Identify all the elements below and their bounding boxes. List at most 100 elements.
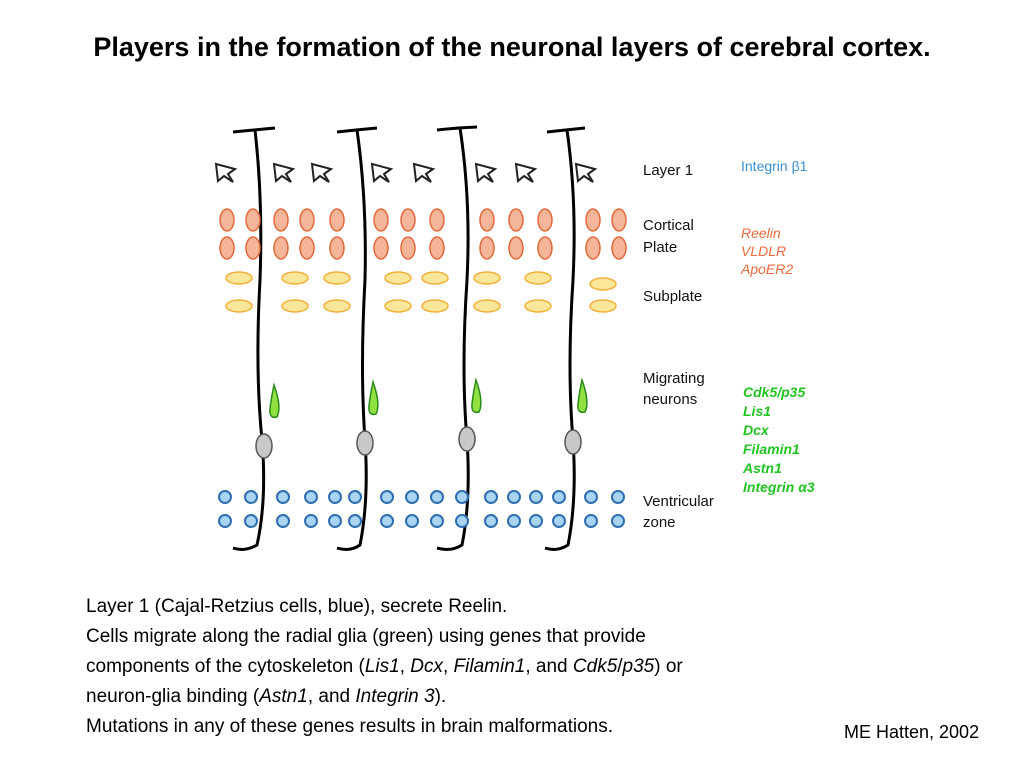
ventricular-cell (552, 490, 566, 504)
ventricular-cell (348, 490, 362, 504)
ventricular-cell (304, 490, 318, 504)
caption: Layer 1 (Cajal-Retzius cells, blue), sec… (86, 592, 846, 742)
radial-glia-fiber (232, 126, 276, 134)
subplate-cell (473, 299, 501, 313)
subplate-cell (589, 277, 617, 291)
subplate-cell (384, 299, 412, 313)
radial-glia-fiber (436, 127, 470, 551)
ventricular-cell (484, 514, 498, 528)
gene-integrin-a3: Integrin α3 (743, 479, 815, 495)
caption-line: components of the cytoskeleton (Lis1, Dc… (86, 652, 846, 682)
cortical-plate-cell (299, 236, 315, 260)
subplate-cell (524, 299, 552, 313)
ventricular-cell (430, 514, 444, 528)
layer-label-layer1: Layer 1 (643, 162, 693, 179)
caption-text: neuron-glia binding ( (86, 686, 260, 707)
ventricular-cell (276, 490, 290, 504)
gene-dcx: Dcx (743, 422, 770, 438)
caption-text: , and (307, 686, 356, 707)
ventricular-cell (276, 514, 290, 528)
layer-label-neurons: neurons (643, 391, 697, 408)
ventricular-cell (348, 514, 362, 528)
ventricular-cell (529, 490, 543, 504)
glia-soma (356, 430, 374, 456)
gene-name-dcx: Dcx (410, 656, 443, 677)
cortical-plate-cell (329, 208, 345, 232)
caption-line: Cells migrate along the radial glia (gre… (86, 622, 846, 652)
ventricular-cell (328, 490, 342, 504)
cortical-plate-cell (479, 208, 495, 232)
cortical-plate-cell (508, 236, 524, 260)
cortical-plate-cell (479, 236, 495, 260)
radial-glia-fiber (546, 126, 586, 134)
migrating-neuron (269, 382, 280, 419)
cortical-plate-cell (329, 236, 345, 260)
cortical-plate-cell (611, 236, 627, 260)
glia-soma (458, 426, 476, 452)
caption-line: Mutations in any of these genes results … (86, 712, 846, 742)
cortical-plate-cell (299, 208, 315, 232)
gene-reelin: Reelin (741, 225, 781, 241)
subplate-cell (524, 271, 552, 285)
ventricular-cell (552, 514, 566, 528)
cortical-plate-cells (219, 208, 627, 260)
caption-text: Mutations in any of these genes results … (86, 716, 613, 737)
ventricular-cell (405, 514, 419, 528)
gene-name-lis1: Lis1 (364, 656, 400, 677)
cortical-plate-cell (611, 208, 627, 232)
gene-name-cdk5: Cdk5 (572, 656, 618, 677)
cortical-plate-cell (537, 236, 553, 260)
gene-astn1: Astn1 (742, 460, 782, 476)
ventricular-cell (507, 514, 521, 528)
ventricular-cell (484, 490, 498, 504)
ventricular-cell (584, 514, 598, 528)
migrating-neuron (577, 377, 588, 414)
ventricular-cell (405, 490, 419, 504)
radial-glia-fiber (232, 129, 266, 551)
cortical-plate-cell (219, 236, 235, 260)
ventricular-cell (328, 514, 342, 528)
subplate-cell (323, 299, 351, 313)
gene-vldlr: VLDLR (741, 243, 786, 259)
ventricular-cell (611, 490, 625, 504)
radial-glia-fiber (544, 129, 576, 551)
cortical-plate-cell (400, 208, 416, 232)
cortical-plate-cell (373, 236, 389, 260)
subplate-cell (281, 271, 309, 285)
caption-text: ). (434, 686, 447, 707)
slide-title: Players in the formation of the neuronal… (93, 32, 931, 62)
cajal-retzius-cell (514, 162, 538, 183)
glia-soma (564, 429, 582, 455)
gene-name-integrin: Integrin 3 (355, 686, 435, 707)
subplate-cell (323, 271, 351, 285)
gene-lis1: Lis1 (743, 403, 771, 419)
caption-line: Layer 1 (Cajal-Retzius cells, blue), sec… (86, 592, 846, 622)
subplate-cell (384, 271, 412, 285)
caption-text: , (442, 656, 454, 677)
radial-glia-fiber (336, 126, 378, 134)
cortical-plate-cell (273, 208, 289, 232)
layer-label-zone: zone (643, 514, 676, 531)
subplate-cell (473, 271, 501, 285)
radial-glia-fiber (436, 125, 478, 132)
gene-name-filamin1: Filamin1 (453, 656, 526, 677)
radial-glia-fibers (232, 125, 586, 551)
caption-text: ) or (654, 656, 683, 677)
caption-text: Cells migrate along the radial glia (gre… (86, 626, 646, 647)
cajal-retzius-cell (370, 162, 394, 183)
ventricular-cell (380, 514, 394, 528)
caption-line: neuron-glia binding (Astn1, and Integrin… (86, 682, 846, 712)
subplate-cell (225, 299, 253, 313)
layer-label-migrating: Migrating (643, 370, 705, 387)
cortical-plate-cell (585, 236, 601, 260)
citation: ME Hatten, 2002 (844, 722, 980, 742)
cortical-plate-cell (585, 208, 601, 232)
cajal-retzius-cell (574, 162, 598, 183)
cortical-plate-cell (273, 236, 289, 260)
cajal-retzius-cells (214, 162, 598, 183)
cortical-plate-cell (400, 236, 416, 260)
cajal-retzius-cell (474, 162, 498, 183)
subplate-cell (421, 271, 449, 285)
gene-filamin1: Filamin1 (743, 441, 800, 457)
gene-integrin-b1: Integrin β1 (741, 158, 808, 174)
